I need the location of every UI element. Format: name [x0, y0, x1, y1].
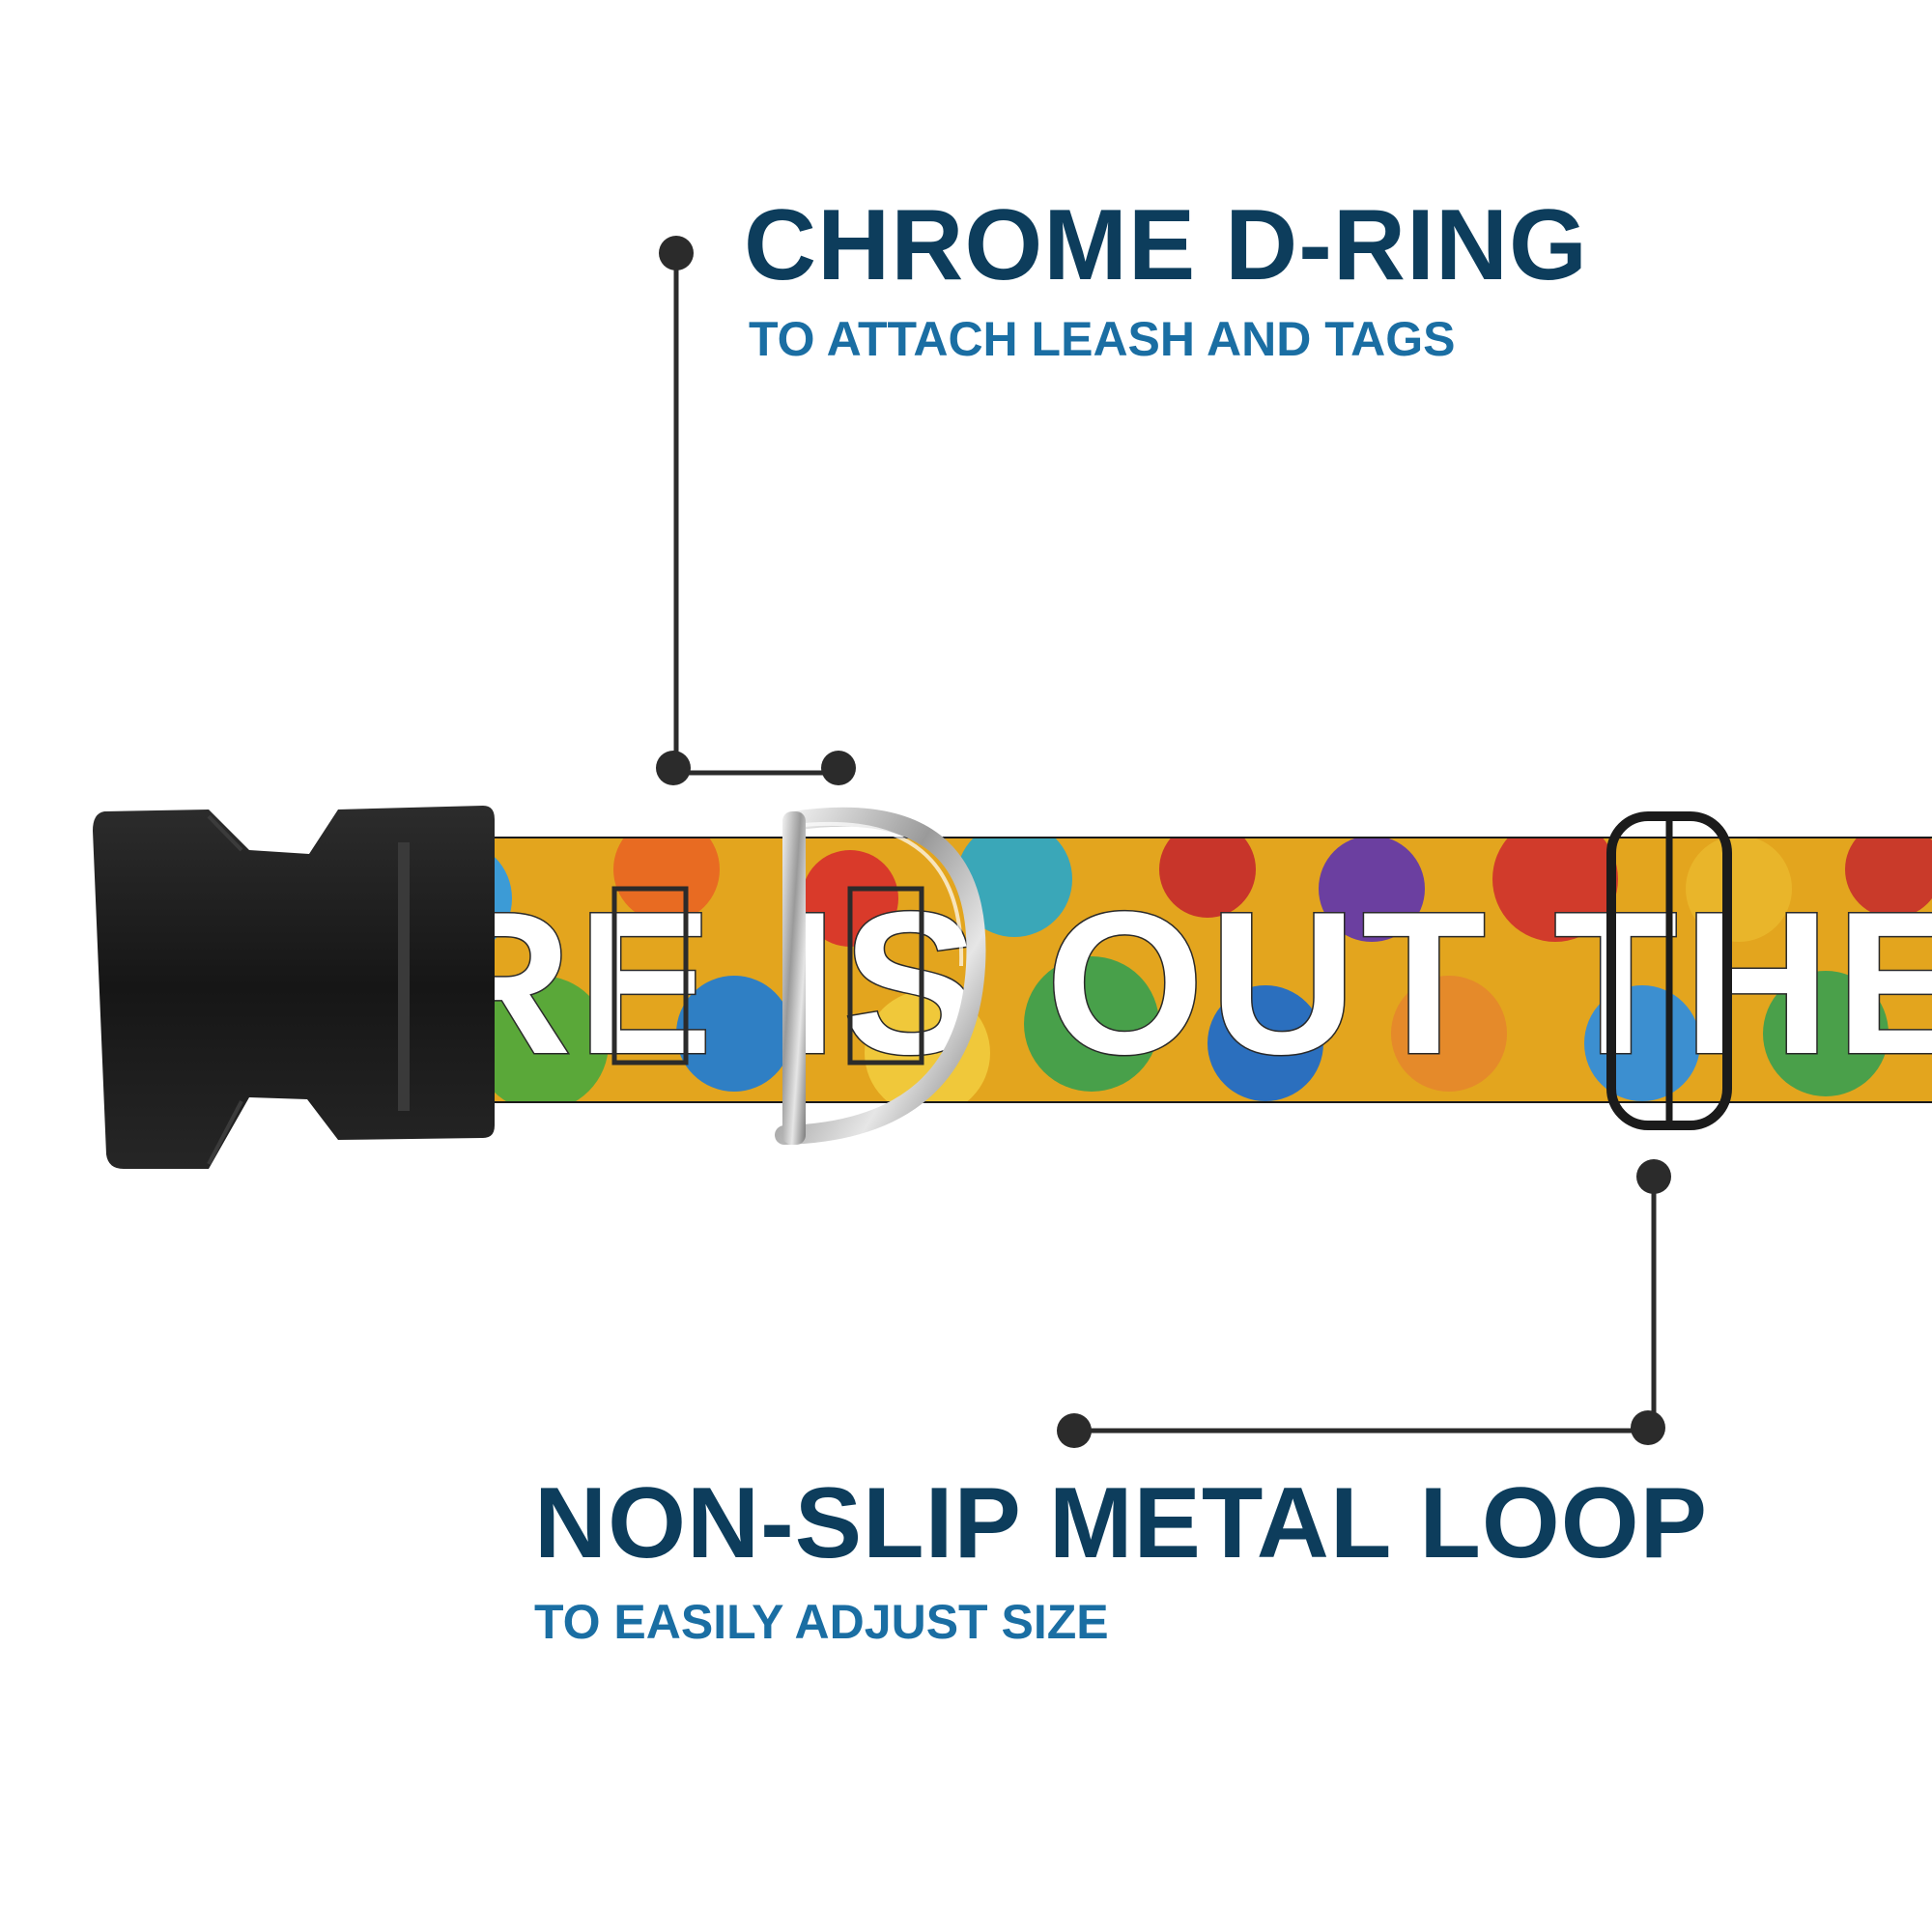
- leader-dot: [1631, 1410, 1665, 1445]
- metal-loop-leader-line: [1057, 1159, 1671, 1448]
- side-release-buckle[interactable]: [93, 806, 495, 1169]
- leader-dot: [1636, 1159, 1671, 1194]
- strap-pattern: RE IS OUT THERE: [406, 838, 1932, 1101]
- metal-loop-callout-title: NON-SLIP METAL LOOP: [534, 1467, 1709, 1579]
- metal-loop-callout-subtitle: TO EASILY ADJUST SIZE: [534, 1595, 1109, 1649]
- leader-dot: [659, 236, 694, 270]
- d-ring-callout-title: CHROME D-RING: [744, 189, 1588, 301]
- collar-strap: RE IS OUT THERE: [406, 837, 1932, 1103]
- strap-pattern-text: RE IS OUT THERE: [425, 869, 1932, 1096]
- chrome-d-ring[interactable]: [611, 807, 986, 1145]
- d-ring-callout-subtitle: TO ATTACH LEASH AND TAGS: [749, 312, 1456, 366]
- d-ring-leader-line: [656, 236, 856, 785]
- leader-dot: [1057, 1413, 1092, 1448]
- leader-dot: [656, 751, 691, 785]
- leader-dot: [821, 751, 856, 785]
- non-slip-metal-loop[interactable]: [1606, 811, 1732, 1130]
